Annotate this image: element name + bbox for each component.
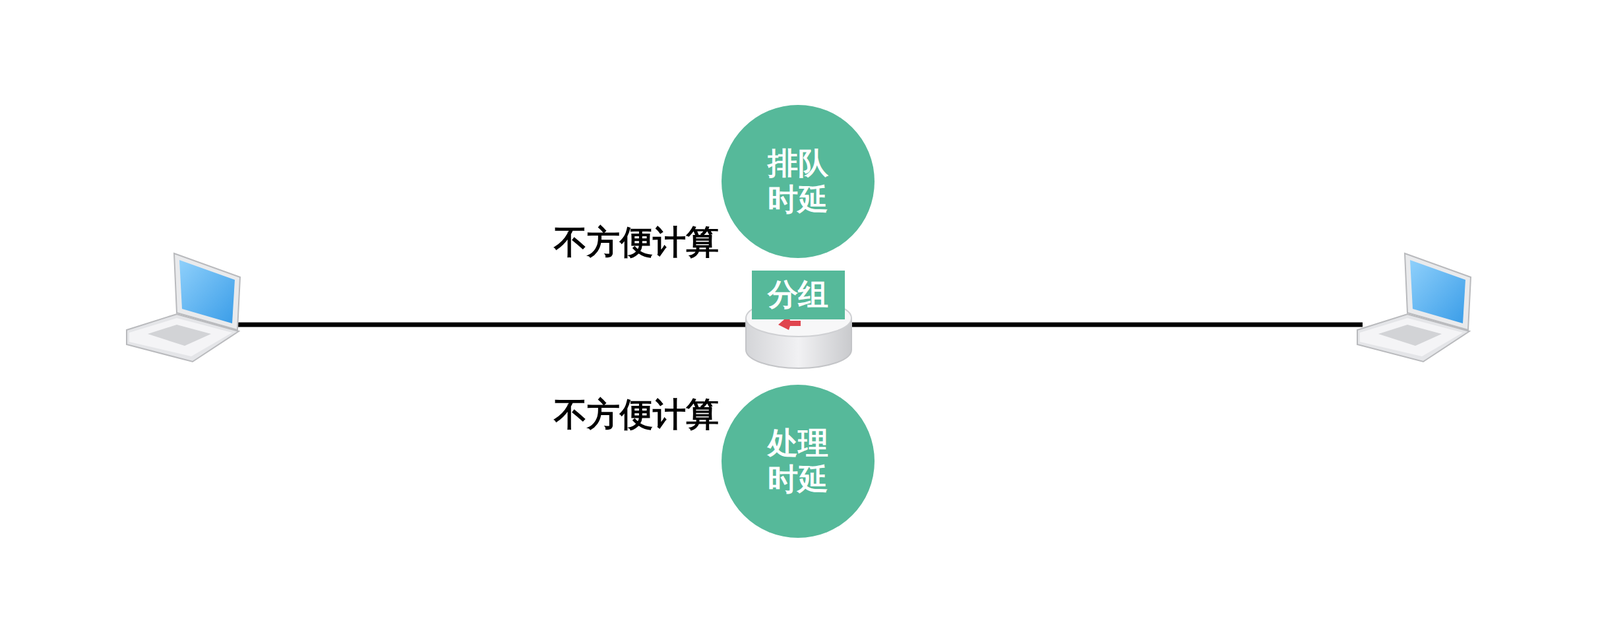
laptop-icon xyxy=(126,253,241,362)
node-text: 分组 xyxy=(767,276,829,313)
delay-circle: 处理 时延 xyxy=(721,384,875,538)
note-text: 不方便计算 xyxy=(553,224,719,261)
note-text: 不方便计算 xyxy=(553,396,719,433)
laptop-icon xyxy=(1357,253,1471,362)
packet-tag: 分组 xyxy=(751,270,845,320)
node-text: 处理 时延 xyxy=(763,424,833,498)
node-text: 排队 时延 xyxy=(763,145,833,218)
delay-circle: 排队 时延 xyxy=(721,104,875,258)
